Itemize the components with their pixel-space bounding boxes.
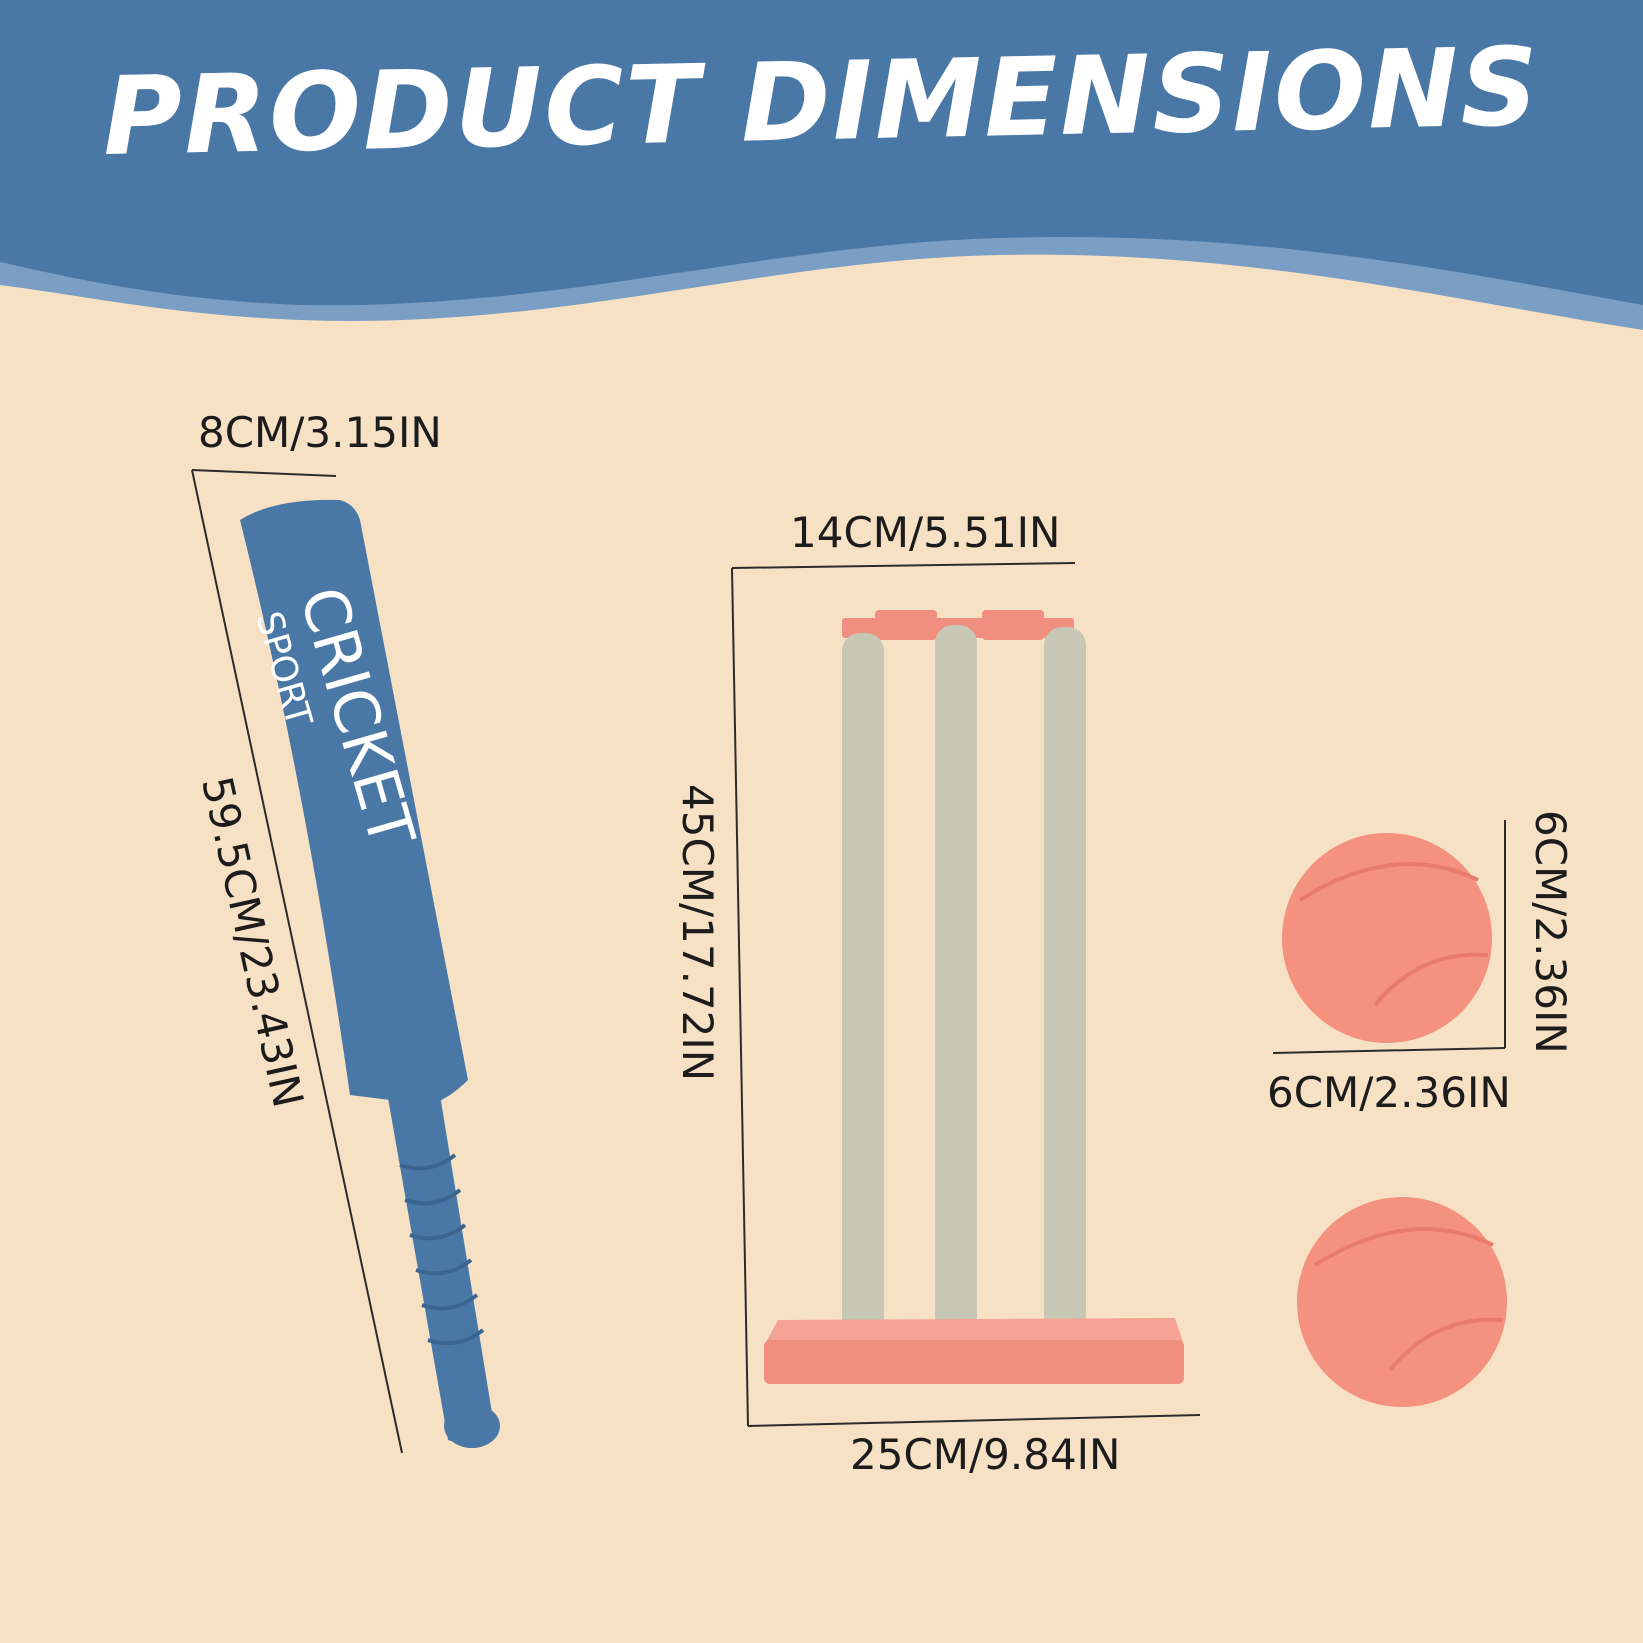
header-band [0,0,1643,306]
ball-height-label: 6CM/2.36IN [1526,810,1575,1054]
bat-width-label: 8CM/3.15IN [198,408,442,457]
bail-right [982,610,1044,640]
stumps-width-label: 14CM/5.51IN [790,508,1061,557]
stumps-height-label: 45CM/17.72IN [673,784,722,1082]
bail-left [875,610,937,640]
ball-top-icon [1282,833,1492,1043]
bat-handle [388,1095,494,1443]
bat-blade [240,499,468,1105]
ball-width-label: 6CM/2.36IN [1267,1068,1511,1117]
stumps-base [764,1340,1184,1384]
bat-grip-rings [399,1153,485,1346]
stumps-icon [764,610,1184,1384]
stumps-base-top [764,1318,1183,1346]
stumps-base-label: 25CM/9.84IN [850,1430,1121,1479]
bat-knob [444,1404,500,1448]
stumps-dimension-lines [731,562,1201,1427]
stump-right [1044,627,1086,1343]
bat-dimension-lines [191,469,403,1454]
stump-left [842,633,884,1345]
ball-dimension-lines [1272,820,1506,1054]
stump-middle [935,625,977,1343]
ball-bottom-icon [1297,1197,1507,1407]
